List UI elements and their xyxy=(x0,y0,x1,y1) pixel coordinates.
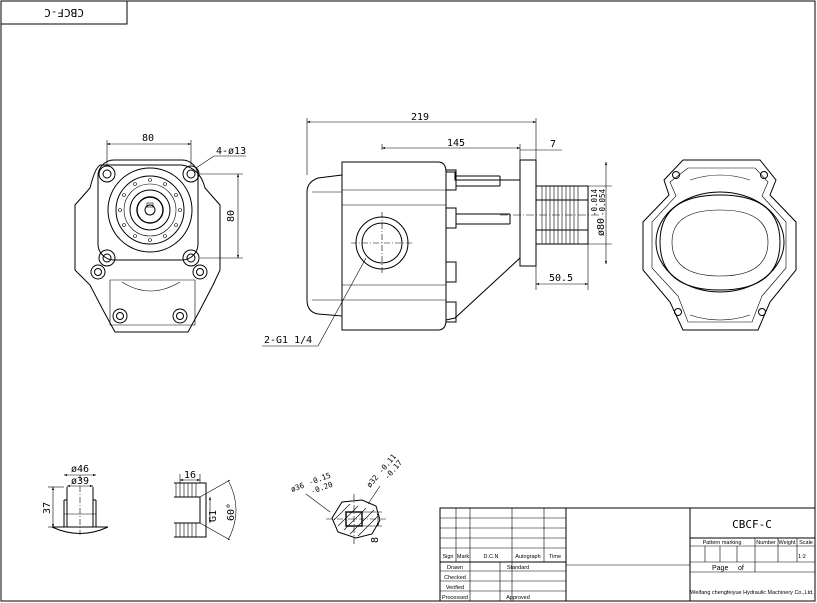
tb-role-processed: Processed xyxy=(442,595,468,601)
bolt-hole xyxy=(98,249,116,267)
tb-approved: Approved xyxy=(506,595,530,601)
dim-body-to-flange: 145 xyxy=(447,138,465,149)
tb-role-drawn: Drawn xyxy=(447,565,463,571)
dim-pilot-tol-upper: -0.014 xyxy=(590,188,599,216)
dim-overall-length: 219 xyxy=(411,112,429,123)
dim-flange-thickness: 7 xyxy=(550,139,556,150)
front-view: 80 80 4-ø13 xyxy=(74,133,246,333)
callout-bolt-holes: 4-ø13 xyxy=(216,146,246,157)
dim-key-width: 8 xyxy=(370,537,381,543)
bolt-hole xyxy=(182,249,200,267)
callout-ports: 2-G1 1/4 xyxy=(264,335,312,346)
dim-pilot-diameter: ø80 xyxy=(596,218,607,236)
tb-header-time: Time xyxy=(549,554,561,560)
tb-model: CBCF-C xyxy=(732,518,772,531)
tb-weight: Weight xyxy=(778,540,795,546)
dim-flange-width: 80 xyxy=(142,133,154,144)
tb-of-label: of xyxy=(738,565,744,572)
tb-company: Weifang chengfeiyue Hydraulic Machinery … xyxy=(690,590,814,596)
dim-spline-mid: ø32 xyxy=(365,473,381,489)
tb-standard: Standard xyxy=(507,565,529,571)
tb-header-dcn: D.C.N xyxy=(484,554,499,560)
title-block: Sign Mark D.C.N Autograph Time Drawn Che… xyxy=(439,507,816,602)
detail-port-section: ø46 ø39 37 xyxy=(42,464,109,535)
detail-thread-section: 16 G1 60° xyxy=(174,470,237,541)
bolt-hole xyxy=(98,165,116,183)
dim-thread-angle: 60° xyxy=(226,503,237,521)
tb-header-sign: Sign xyxy=(442,554,453,560)
dim-shaft-length: 50.5 xyxy=(549,273,573,284)
dim-port-outer: ø46 xyxy=(71,464,89,475)
tb-pattern-marking: Pattern marking xyxy=(703,540,742,546)
dim-thread-name: G1 xyxy=(208,510,219,522)
tb-number: Number xyxy=(756,540,776,546)
detail-spline-section: ø36 -0.15 -0.20 ø32 -0.11 -0.17 8 xyxy=(290,452,404,546)
tb-header-mark: Mark xyxy=(457,554,469,560)
bolt-hole xyxy=(182,165,200,183)
dim-spline-outer: ø36 xyxy=(290,481,306,494)
tb-scale-value: 1:2 xyxy=(798,554,806,560)
side-view: 219 145 7 50.5 ø80 -0.014 -0.054 2-G1 1/… xyxy=(262,112,612,347)
tb-role-verified: Verified xyxy=(446,585,464,591)
rear-view xyxy=(642,159,797,331)
dim-thread-length: 16 xyxy=(184,470,196,481)
tb-role-checked: Checked xyxy=(444,575,466,581)
corner-tag-text: CBCF-C xyxy=(44,6,84,19)
dim-port-depth: 37 xyxy=(42,502,53,514)
dim-pilot-tol-lower: -0.054 xyxy=(598,188,607,216)
corner-tag: CBCF-C xyxy=(0,0,128,25)
tb-page-label: Page xyxy=(712,565,728,572)
tb-scale: Scale xyxy=(799,540,813,546)
tb-header-autograph: Autograph xyxy=(515,554,540,560)
dim-flange-height: 80 xyxy=(226,210,237,222)
dim-port-inner: ø39 xyxy=(71,476,89,487)
